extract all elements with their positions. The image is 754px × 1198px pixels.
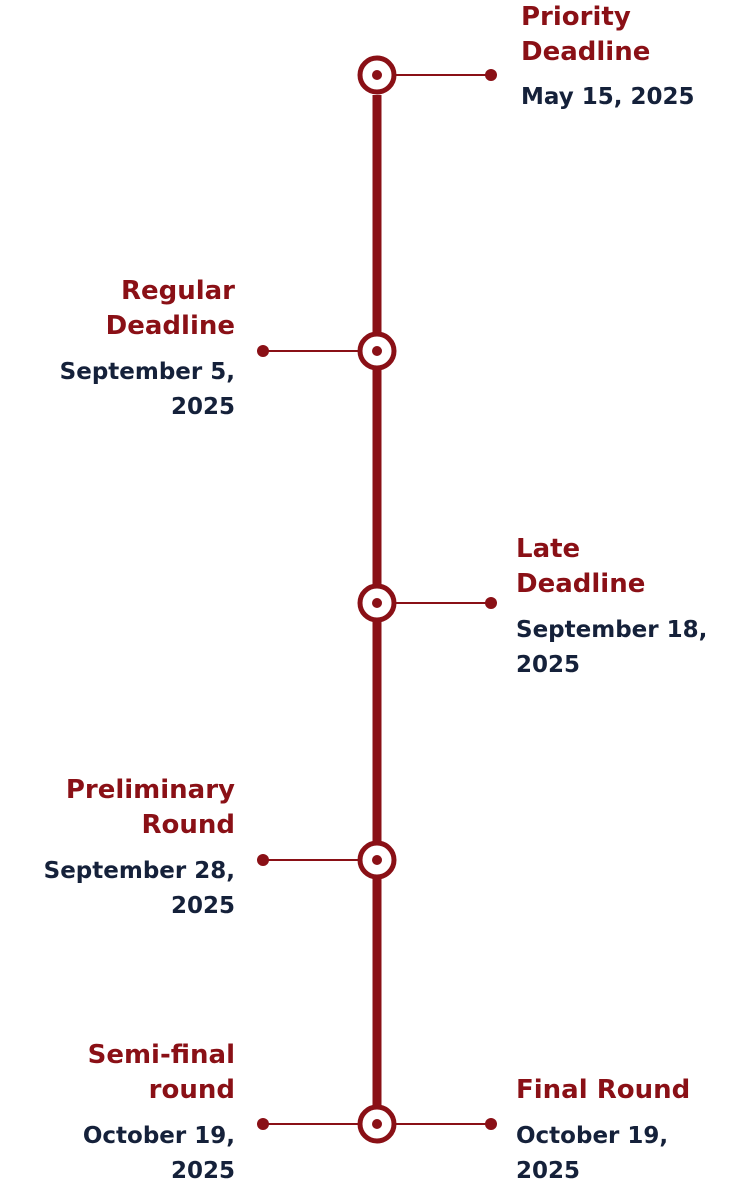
event-label-semi-final-round: Semi-final round October 19, 2025 xyxy=(35,1038,235,1189)
event-date: September 5, 2025 xyxy=(59,359,235,420)
event-title: Semi-final round xyxy=(87,1040,235,1105)
connector-end-dot xyxy=(485,1118,497,1130)
connector-end-dot xyxy=(485,69,497,81)
connector-end-dot xyxy=(485,597,497,609)
event-date: October 19, 2025 xyxy=(516,1123,669,1184)
event-title: Late Deadline xyxy=(516,534,646,599)
event-label-priority-deadline: Priority Deadline May 15, 2025 xyxy=(521,0,721,115)
event-date: October 19, 2025 xyxy=(82,1123,235,1184)
event-label-preliminary-round: Preliminary Round September 28, 2025 xyxy=(35,773,235,924)
connector-end-dot xyxy=(257,1118,269,1130)
event-title: Preliminary Round xyxy=(65,775,235,840)
milestone-marker-dot xyxy=(372,70,382,80)
event-title: Final Round xyxy=(516,1075,691,1105)
event-title: Priority Deadline xyxy=(521,2,651,67)
milestone-marker-dot xyxy=(372,598,382,608)
event-label-final-round: Final Round October 19, 2025 xyxy=(516,1073,716,1189)
event-date: September 28, 2025 xyxy=(43,858,235,919)
milestone-marker-dot xyxy=(372,855,382,865)
milestone-marker-dot xyxy=(372,346,382,356)
event-date: May 15, 2025 xyxy=(521,84,695,110)
connector-end-dot xyxy=(257,854,269,866)
event-label-late-deadline: Late Deadline September 18, 2025 xyxy=(516,532,716,683)
connector-end-dot xyxy=(257,345,269,357)
milestone-marker-dot xyxy=(372,1119,382,1129)
event-title: Regular Deadline xyxy=(105,276,235,341)
event-date: September 18, 2025 xyxy=(516,617,708,678)
event-label-regular-deadline: Regular Deadline September 5, 2025 xyxy=(35,274,235,425)
